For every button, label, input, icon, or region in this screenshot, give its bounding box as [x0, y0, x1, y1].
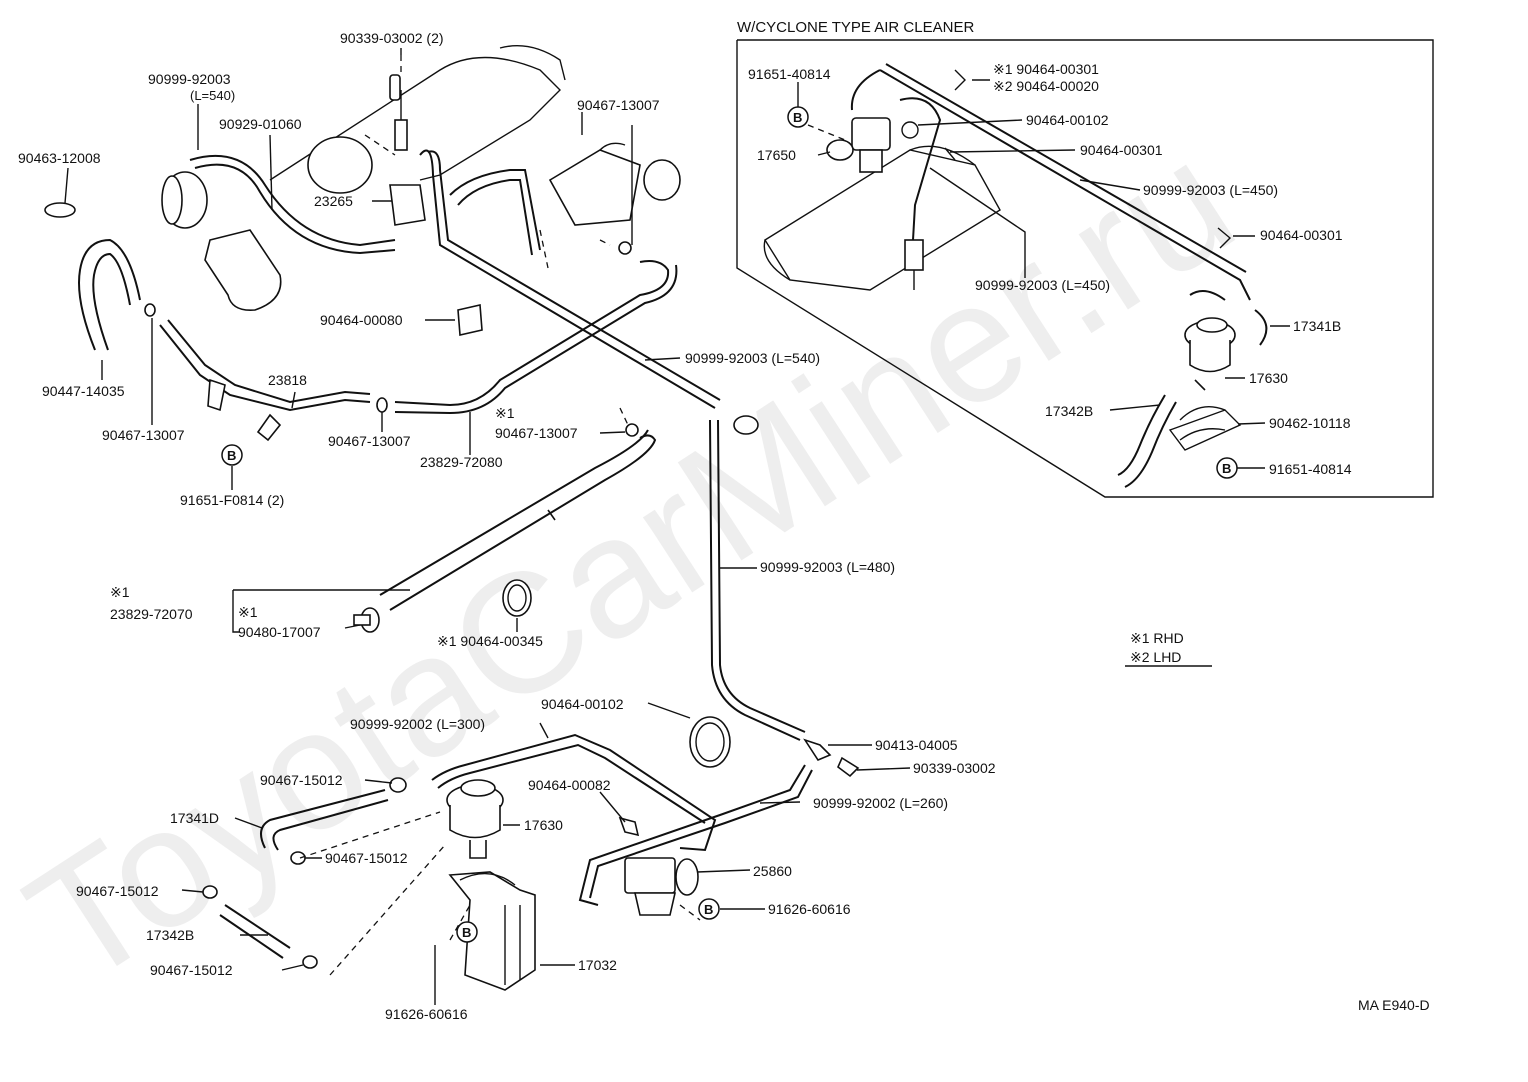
label-i10: 17341B [1293, 318, 1341, 334]
bolt-mark-inset-2: B [1222, 461, 1231, 476]
label-i04: 90464-00102 [1026, 112, 1109, 128]
label-l13: 90467-13007 [328, 433, 411, 449]
label-l27: 90339-03002 [913, 760, 996, 776]
label-l02: 90999-92003 [148, 71, 231, 87]
label-l28: 90467-15012 [260, 772, 343, 788]
label-l35: 90467-15012 [76, 883, 159, 899]
label-i01: 91651-40814 [748, 66, 831, 82]
label-l38: 17032 [578, 957, 617, 973]
label-i12: 17342B [1045, 403, 1093, 419]
legend-rhd: ※1 RHD [1130, 630, 1184, 646]
label-l21: ※1 [238, 604, 258, 620]
bolt-mark-main-1: B [227, 448, 236, 463]
label-l12: 90467-13007 [102, 427, 185, 443]
label-i07: 90999-92003 (L=450) [1143, 182, 1278, 198]
label-i05: 17650 [757, 147, 796, 163]
main-labels: 90339-03002 (2) 90999-92003 (L=540) 9092… [18, 30, 996, 1022]
label-l11: 90447-14035 [42, 383, 125, 399]
label-l25: 90999-92002 (L=300) [350, 716, 485, 732]
bolt-mark-main-2: B [704, 902, 713, 917]
diagram-code: MA E940-D [1358, 997, 1430, 1013]
legend-lhd: ※2 LHD [1130, 649, 1181, 665]
label-l03: (L=540) [190, 88, 235, 103]
label-l30: 90999-92002 (L=260) [813, 795, 948, 811]
label-l10: 23818 [268, 372, 307, 388]
label-l37: 17342B [146, 927, 194, 943]
label-i11: 17630 [1249, 370, 1288, 386]
legend: ※1 RHD ※2 LHD [1130, 630, 1184, 665]
label-l18: 90999-92003 (L=480) [760, 559, 895, 575]
label-i13: 90462-10118 [1269, 415, 1351, 431]
label-l32: 17630 [524, 817, 563, 833]
label-l01: 90339-03002 (2) [340, 30, 444, 46]
label-l29: 90464-00082 [528, 777, 611, 793]
label-l39: 90467-15012 [150, 962, 233, 978]
label-i06: 90464-00301 [1080, 142, 1163, 158]
label-l09: 90999-92003 (L=540) [685, 350, 820, 366]
label-i09: 90999-92003 (L=450) [975, 277, 1110, 293]
main-drawing: B B B [44, 45, 1212, 1005]
label-l16: 90467-13007 [495, 425, 578, 441]
label-l23: ※1 90464-00345 [437, 633, 543, 649]
label-l19: ※1 [110, 584, 130, 600]
inset-title: W/CYCLONE TYPE AIR CLEANER [737, 19, 974, 36]
label-l17: 91651-F0814 (2) [180, 492, 284, 508]
label-l20: 23829-72070 [110, 606, 193, 622]
label-l22: 90480-17007 [238, 624, 321, 640]
label-l04: 90929-01060 [219, 116, 302, 132]
label-l24: 90464-00102 [541, 696, 624, 712]
label-l06: 23265 [314, 193, 353, 209]
label-l36: 91626-60616 [768, 901, 851, 917]
label-l07: 90467-13007 [577, 97, 660, 113]
label-i02: ※1 90464-00301 [993, 61, 1099, 77]
label-l26: 90413-04005 [875, 737, 958, 753]
inset-labels: 91651-40814 ※1 90464-00301 ※2 90464-0002… [748, 61, 1352, 477]
label-l33: 90467-15012 [325, 850, 408, 866]
label-l14: 23829-72080 [420, 454, 503, 470]
bolt-mark-inset-1: B [793, 110, 802, 125]
label-i08: 90464-00301 [1260, 227, 1343, 243]
cyclone-inset: W/CYCLONE TYPE AIR CLEANER [736, 19, 1434, 498]
bolt-mark-main-3: B [462, 925, 471, 940]
label-l40: 91626-60616 [385, 1006, 468, 1022]
label-l05: 90463-12008 [18, 150, 101, 166]
label-i14: 91651-40814 [1269, 461, 1352, 477]
label-l34: 25860 [753, 863, 792, 879]
label-l15: ※1 [495, 405, 515, 421]
label-l31: 17341D [170, 810, 219, 826]
label-l08: 90464-00080 [320, 312, 403, 328]
label-i03: ※2 90464-00020 [993, 78, 1099, 94]
